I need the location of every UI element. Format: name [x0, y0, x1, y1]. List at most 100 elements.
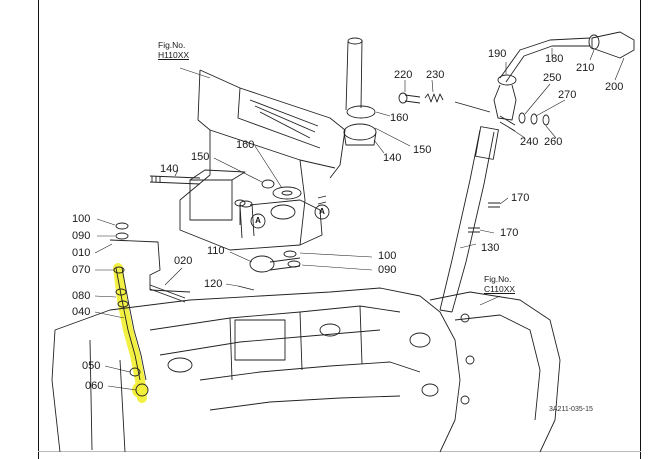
- part-label-260: 260: [544, 136, 563, 148]
- rod-130: [439, 129, 495, 313]
- part-label-100-left: 100: [72, 213, 91, 225]
- leader-210: [589, 49, 595, 61]
- leader-170-lower: [479, 229, 495, 234]
- column-tube-top: [347, 37, 363, 45]
- leader-100-right: [299, 252, 373, 258]
- case-boss-4: [421, 383, 439, 397]
- part-label-020: 020: [174, 255, 193, 267]
- callout-a-right-circle: [314, 204, 330, 220]
- nut-100-left: [115, 222, 129, 230]
- part-label-270: 270: [558, 89, 577, 101]
- part-label-150-left: 150: [191, 151, 210, 163]
- bracket-010: [109, 239, 161, 290]
- callout-a-left: A: [255, 216, 261, 225]
- part-label-120: 120: [204, 278, 223, 290]
- leader-090-right: [301, 264, 373, 271]
- part-label-140-right: 140: [383, 152, 402, 164]
- leader-230: [431, 79, 434, 93]
- collar-210: [588, 34, 600, 50]
- washer-260: [542, 114, 550, 126]
- leader-160-right: [375, 111, 391, 117]
- bushing-140-right: [343, 123, 377, 141]
- fig-ref-right-prefix: Fig.No.: [484, 274, 512, 284]
- case-inner-1: [149, 305, 401, 331]
- fig-ref-top-code: H110XX: [158, 50, 190, 60]
- part-label-080: 080: [72, 290, 91, 302]
- leader-140-right: [373, 139, 385, 154]
- leader-270: [535, 99, 566, 117]
- case-rib: [89, 339, 126, 453]
- part-label-110: 110: [207, 245, 225, 257]
- dash-bracket-face: [197, 69, 336, 169]
- washer-250: [518, 112, 526, 124]
- leader-150-right: [374, 127, 411, 147]
- highlight-linkage: [113, 263, 147, 403]
- leader-060: [107, 385, 137, 391]
- part-label-230: 230: [426, 69, 445, 81]
- link-arm-220: [454, 101, 491, 113]
- leader-110: [229, 251, 253, 263]
- leader-150-left: [213, 157, 263, 183]
- rear-cover-bolt-3: [460, 395, 470, 405]
- dash-bracket-side: [299, 159, 306, 246]
- part-label-100-right: 100: [378, 250, 397, 262]
- bracket-010-arm: [149, 289, 191, 293]
- part-label-220: 220: [394, 69, 413, 81]
- washer-270: [530, 113, 538, 125]
- fig-ref-right: Fig.No. C110XX: [484, 274, 515, 294]
- part-label-090-right: 090: [378, 264, 397, 276]
- case-inner-4: [209, 395, 401, 411]
- rear-cover-inner: [454, 314, 541, 421]
- rear-cover-bolt-2: [465, 355, 475, 365]
- bolt-220-head: [398, 92, 408, 104]
- leader-240: [509, 127, 526, 139]
- part-label-150-right: 150: [413, 144, 432, 156]
- lever-shaft-top: [239, 200, 253, 208]
- pin-170-lower: [468, 227, 480, 233]
- leader-160-left: [254, 145, 283, 189]
- spring-230: [424, 93, 444, 103]
- leader-120: [225, 283, 239, 287]
- fig-ref-top: Fig.No. H110XX: [158, 40, 189, 60]
- part-label-190: 190: [488, 48, 507, 60]
- leader-010: [94, 243, 113, 254]
- leader-050: [104, 365, 131, 373]
- rod-130-plate: [475, 126, 499, 160]
- pin-140-left-thread: [151, 176, 161, 182]
- case-boss-2: [319, 323, 341, 337]
- part-label-170-lower: 170: [500, 227, 519, 239]
- lever-180: [499, 37, 591, 83]
- part-label-240: 240: [520, 136, 539, 148]
- leader-fig-top: [179, 67, 211, 79]
- case-inner-3: [199, 361, 421, 381]
- rod-130-bottom: [439, 309, 453, 313]
- case-body: [54, 287, 461, 453]
- callout-a-left-circle: [250, 213, 266, 229]
- dash-bracket-lower: [179, 130, 301, 251]
- part-label-170-upper: 170: [511, 192, 530, 204]
- washer-090-left: [115, 232, 129, 240]
- washer-090-right: [287, 260, 301, 268]
- leader-250: [524, 83, 551, 115]
- part-label-140-left: 140: [160, 163, 179, 175]
- dash-bracket: [199, 69, 346, 179]
- lever-base: [493, 84, 517, 121]
- nut-100-right: [283, 250, 297, 258]
- fig-ref-top-prefix: Fig.No.: [158, 40, 186, 50]
- highlight-end: [132, 382, 148, 398]
- pin-020: [149, 284, 186, 303]
- part-label-070: 070: [72, 264, 91, 276]
- frame-bottom-edge: [38, 451, 641, 452]
- pin-140-left: [149, 175, 201, 185]
- rear-cover-bolt-1: [460, 313, 470, 323]
- part-label-060: 060: [85, 380, 104, 392]
- leader-020: [164, 267, 183, 286]
- nut-080-a: [115, 288, 127, 296]
- fig-ref-right-code: C110XX: [484, 284, 516, 294]
- pin-170-upper: [488, 202, 500, 208]
- lever-hub: [270, 204, 296, 220]
- leader-080: [94, 295, 117, 298]
- dash-bracket-hatch: [249, 99, 319, 139]
